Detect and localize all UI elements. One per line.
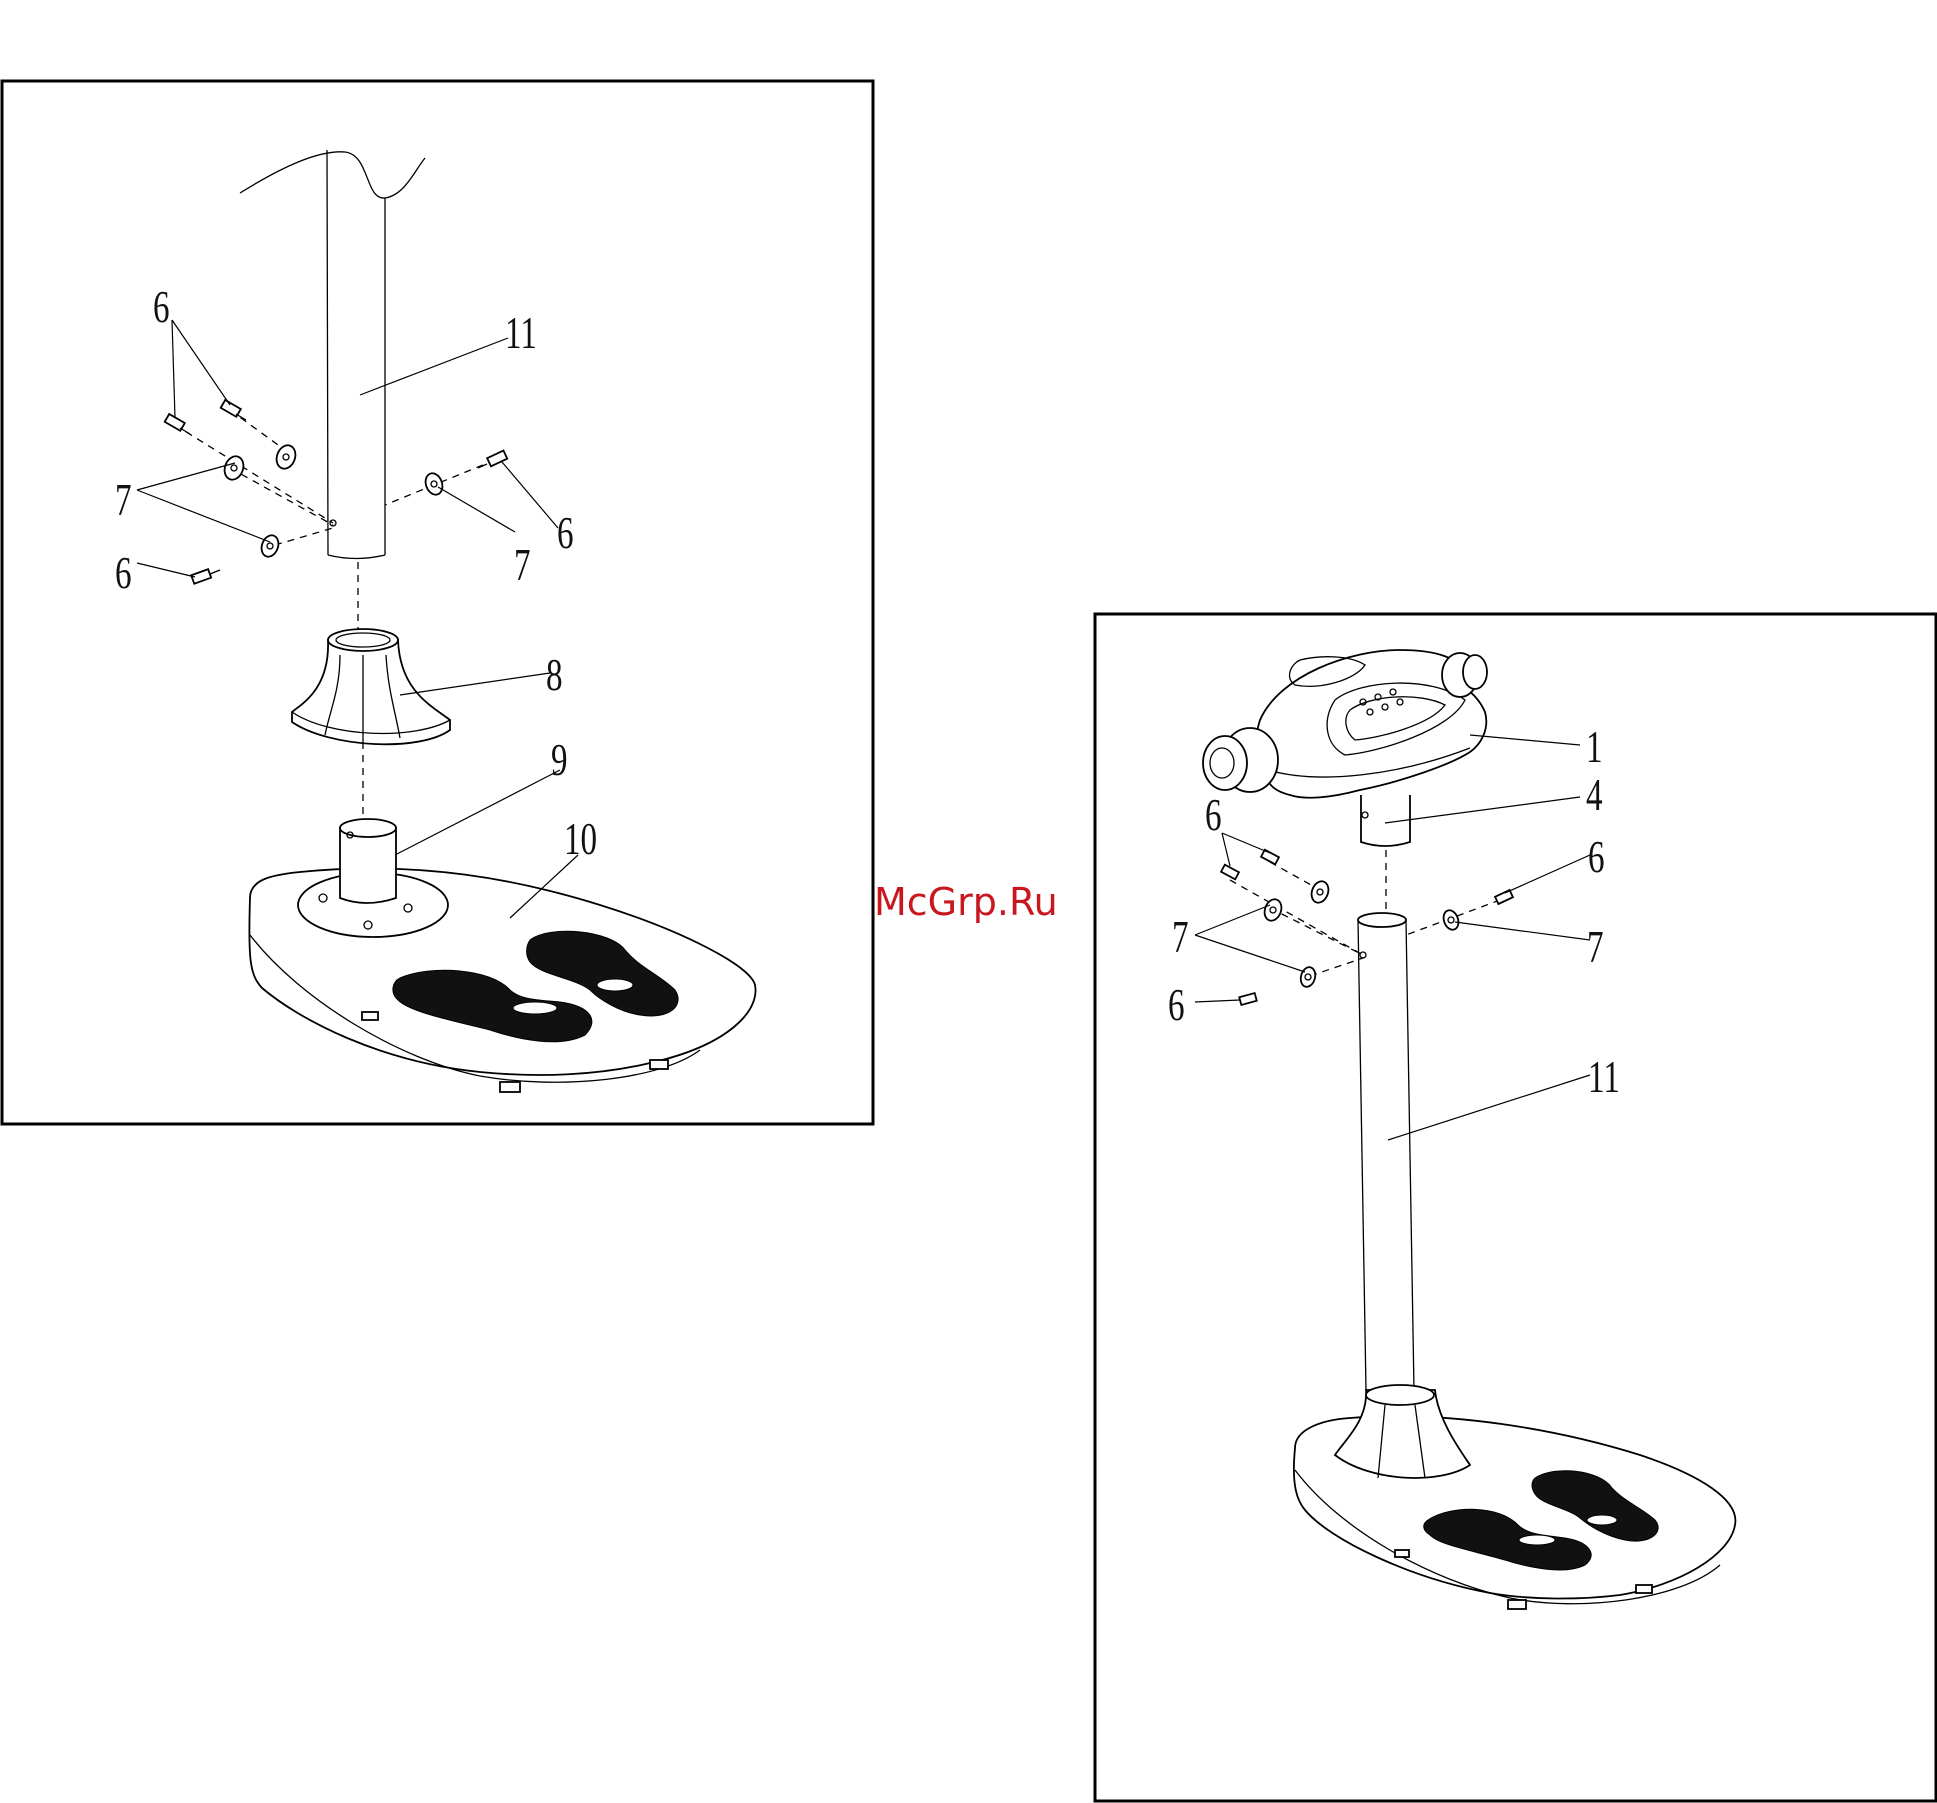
callout-washer-b: 7	[1587, 921, 1604, 973]
washer-icon	[1299, 966, 1318, 989]
washer-icon	[221, 454, 246, 483]
fasteners-right	[1221, 850, 1513, 1005]
foot-icon	[500, 1082, 520, 1092]
foot-icon	[650, 1060, 668, 1069]
foot-icon	[1508, 1600, 1526, 1609]
screw-icon	[221, 400, 246, 420]
screw-icon	[191, 569, 220, 584]
callout-cover: 8	[546, 649, 563, 701]
callout-screw-c: 6	[115, 547, 132, 599]
screw-icon	[1221, 865, 1239, 880]
callout-washer-a: 7	[115, 474, 132, 526]
foot-icon	[1636, 1585, 1652, 1593]
washer-icon	[259, 533, 282, 559]
callout-base: 10	[564, 813, 597, 865]
washer-icon	[273, 443, 298, 472]
callout-screw-c: 6	[1168, 979, 1185, 1031]
callout-pole: 11	[1588, 1051, 1620, 1103]
callout-pole: 11	[505, 307, 537, 359]
washer-icon	[1262, 897, 1285, 923]
callout-screw-b: 6	[557, 507, 574, 559]
screw-icon	[1239, 993, 1257, 1005]
callout-connector: 4	[1586, 769, 1603, 821]
screw-icon	[1261, 850, 1279, 865]
screw-icon	[478, 451, 507, 468]
callout-washer-a: 7	[1172, 911, 1189, 963]
screw-icon	[165, 414, 190, 434]
washer-icon	[1441, 908, 1461, 932]
sleeve-part	[340, 828, 396, 903]
foot-icon	[362, 1012, 378, 1020]
assembled-base	[1294, 1385, 1736, 1609]
callout-screw-b: 6	[1588, 831, 1605, 883]
callout-washer-b: 7	[514, 539, 531, 591]
foot-icon	[1395, 1550, 1409, 1557]
cover-part	[292, 629, 450, 744]
massage-head	[1203, 650, 1487, 798]
pole-top-curve	[240, 152, 425, 198]
screw-icon	[1495, 890, 1513, 904]
callout-sleeve: 9	[551, 734, 568, 786]
callout-screw-a: 6	[153, 281, 170, 333]
washer-icon	[423, 471, 446, 497]
washer-icon	[1309, 879, 1332, 905]
base-plate	[249, 819, 755, 1092]
pole-assembled	[1358, 913, 1414, 1390]
callout-screw-a: 6	[1205, 789, 1222, 841]
watermark: McGrp.Ru	[874, 880, 1058, 924]
pole-upper	[327, 150, 385, 559]
callout-head: 1	[1586, 721, 1603, 773]
